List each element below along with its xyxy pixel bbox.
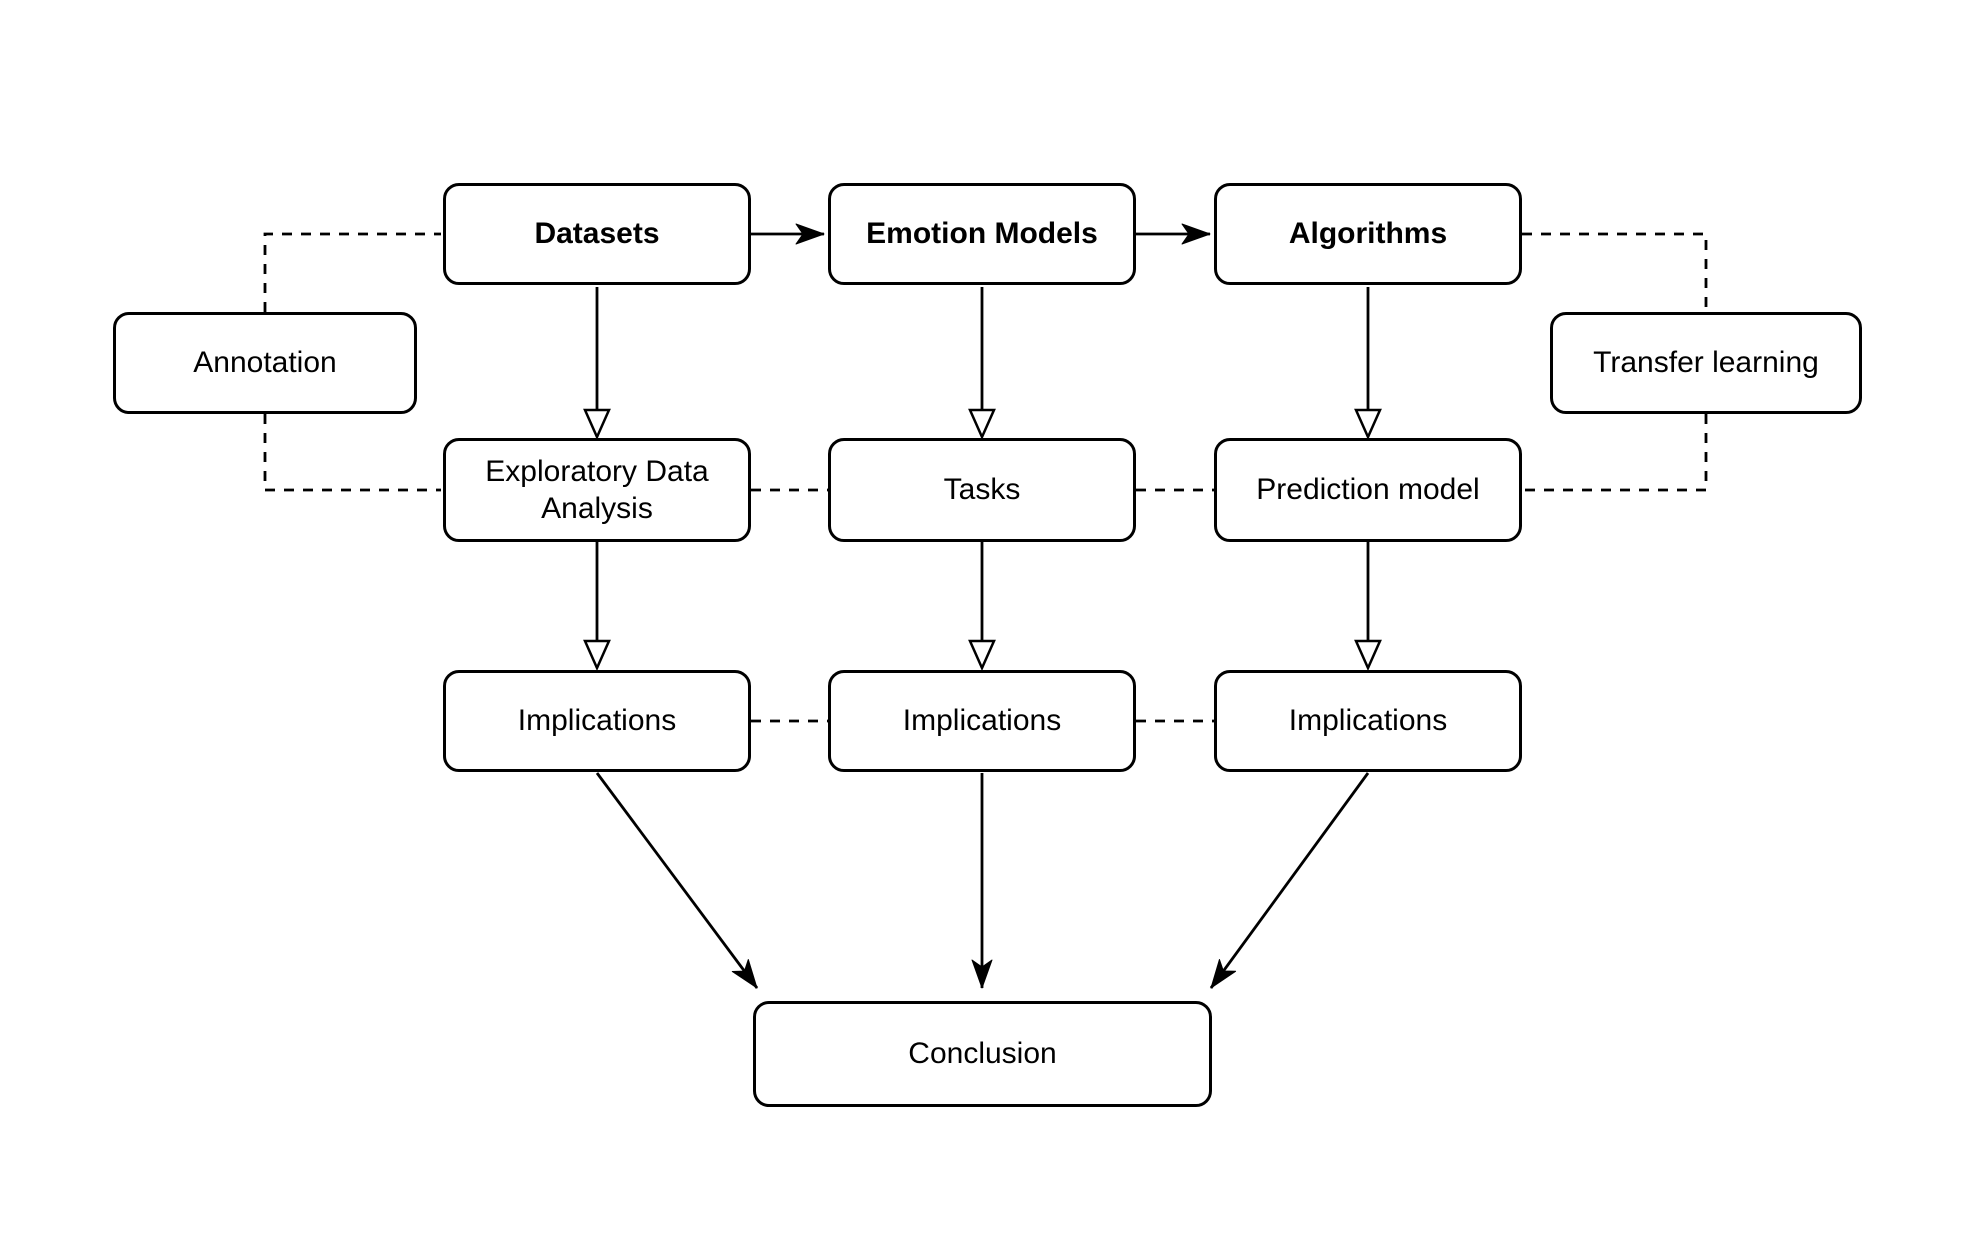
node-emotion-models-label: Emotion Models xyxy=(866,217,1098,251)
node-conclusion-label: Conclusion xyxy=(908,1037,1057,1071)
node-prediction-model-label: Prediction model xyxy=(1256,473,1480,507)
dashed-edges xyxy=(263,232,1708,723)
edge-transfer-learning-to-prediction-model xyxy=(1524,414,1708,492)
node-emotion-models: Emotion Models xyxy=(828,183,1136,285)
edge-annotation-to-eda xyxy=(263,414,441,492)
node-implications-left-label: Implications xyxy=(517,704,677,738)
node-annotation-label: Annotation xyxy=(193,346,337,380)
node-algorithms-label: Algorithms xyxy=(1288,217,1448,251)
node-datasets: Datasets xyxy=(443,183,751,285)
node-datasets-label: Datasets xyxy=(534,217,660,251)
node-conclusion: Conclusion xyxy=(753,1001,1212,1107)
node-algorithms: Algorithms xyxy=(1214,183,1522,285)
node-implications-right-label: Implications xyxy=(1288,704,1448,738)
node-annotation: Annotation xyxy=(113,312,417,414)
node-implications-center-label: Implications xyxy=(902,704,1062,738)
node-transfer-learning: Transfer learning xyxy=(1550,312,1862,414)
node-tasks-label: Tasks xyxy=(943,473,1021,507)
edge-implications-right-to-conclusion xyxy=(1209,772,1370,989)
node-exploratory-data-analysis: Exploratory Data Analysis xyxy=(443,438,751,542)
node-implications-center: Implications xyxy=(828,670,1136,772)
node-tasks: Tasks xyxy=(828,438,1136,542)
edge-algorithms-to-transfer-learning xyxy=(1522,232,1708,310)
node-prediction-model: Prediction model xyxy=(1214,438,1522,542)
node-exploratory-data-analysis-label: Exploratory Data Analysis xyxy=(485,454,709,526)
edge-implications-left-to-conclusion xyxy=(595,772,759,989)
node-transfer-learning-label: Transfer learning xyxy=(1593,346,1819,380)
node-implications-right: Implications xyxy=(1214,670,1522,772)
edge-annotation-to-datasets xyxy=(263,232,441,312)
solid-edges xyxy=(595,223,1370,989)
node-implications-left: Implications xyxy=(443,670,751,772)
